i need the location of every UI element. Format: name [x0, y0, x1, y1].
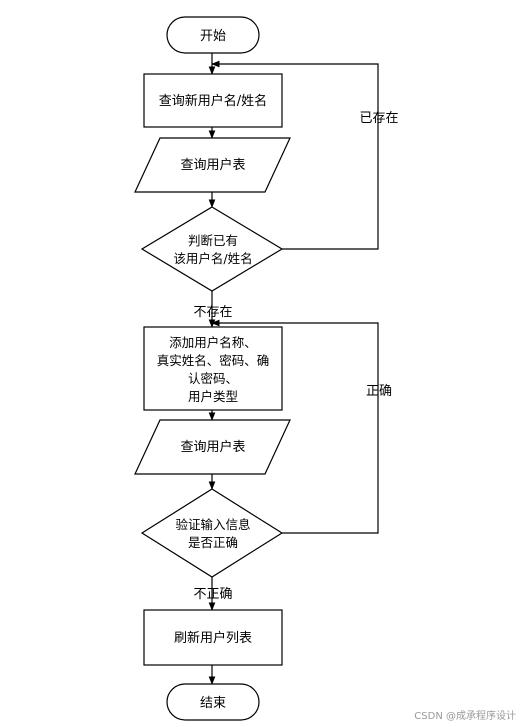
query-table-node-1: 查询用户表	[134, 137, 291, 193]
check-exists-node: 判断已有 该用户名/姓名	[140, 206, 284, 292]
refresh-node: 刷新用户列表	[143, 609, 283, 666]
query-table-label-1: 查询用户表	[180, 157, 245, 173]
add-user-line-4: 用户类型	[188, 389, 238, 404]
validate-line-2: 是否正确	[188, 535, 238, 550]
query-table-label-2: 查询用户表	[180, 439, 245, 455]
validate-node: 验证输入信息 是否正确	[140, 488, 284, 578]
start-node: 开始	[166, 16, 260, 54]
edge-correct-loop	[211, 319, 379, 534]
start-node-label: 开始	[200, 29, 226, 44]
add-user-line-3: 认密码、	[188, 371, 238, 386]
edge-label-not-exists: 不存在	[193, 305, 232, 320]
edge-label-incorrect: 不正确	[193, 587, 232, 602]
end-node: 结束	[166, 683, 260, 721]
add-user-node: 添加用户名称、 真实姓名、密码、确 认密码、 用户类型	[143, 326, 283, 411]
query-name-label: 查询新用户名/姓名	[159, 93, 267, 109]
refresh-label: 刷新用户列表	[174, 630, 252, 646]
watermark: CSDN @成承程序设计	[414, 709, 516, 722]
edge-exists-loop	[211, 60, 379, 250]
add-user-line-2: 真实姓名、密码、确	[157, 353, 270, 368]
edge-label-exists: 已存在	[359, 111, 398, 126]
edge-label-correct: 正确	[366, 384, 392, 399]
query-table-node-2: 查询用户表	[134, 419, 291, 475]
edges	[208, 53, 379, 685]
validate-line-1: 验证输入信息	[175, 517, 250, 532]
check-exists-line-1: 判断已有	[188, 233, 238, 248]
end-node-label: 结束	[200, 696, 226, 711]
check-exists-line-2: 该用户名/姓名	[173, 251, 252, 266]
query-name-node: 查询新用户名/姓名	[143, 73, 283, 128]
add-user-line-1: 添加用户名称、	[169, 335, 257, 350]
